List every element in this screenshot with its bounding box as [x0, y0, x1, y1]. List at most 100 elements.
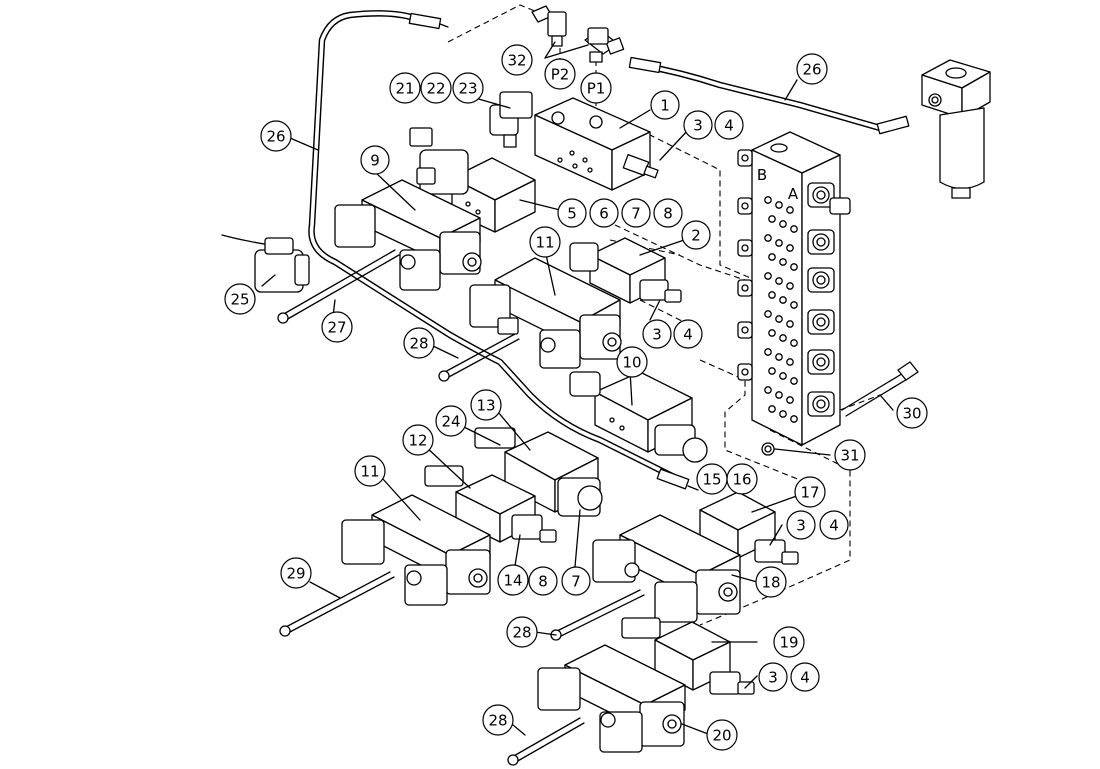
manifold-hole [775, 277, 783, 285]
callout-c11b: 11 [354, 455, 386, 487]
callout-c29: 29 [280, 557, 312, 589]
bolt-28-upper [438, 333, 520, 382]
callout-c27: 27 [321, 311, 353, 343]
callout-label: 28 [512, 624, 531, 642]
callout-circle [435, 405, 467, 437]
callout-c11a: 11 [529, 226, 561, 258]
port-b-bore [741, 326, 749, 334]
manifold-block: B A [737, 131, 851, 456]
callout-circle [561, 566, 591, 596]
callout-circle [470, 389, 502, 421]
callout-circle [354, 455, 386, 487]
port-a-bore [816, 357, 826, 367]
callout-label: 31 [840, 447, 859, 465]
callout-circle [529, 226, 561, 258]
valve-10 [569, 371, 708, 463]
callout-label: 17 [800, 484, 819, 502]
callout-c24: 24 [435, 405, 467, 437]
manifold-hole [779, 334, 787, 342]
port-b-bore [741, 368, 749, 376]
callout-circle [589, 198, 619, 228]
valve-17 [699, 491, 799, 565]
valve-13 [474, 427, 603, 517]
callout-c6: 6 [589, 198, 619, 228]
manifold-hole [768, 253, 776, 261]
callout-c17: 17 [794, 476, 826, 508]
callout-c28b: 28 [506, 616, 538, 648]
callout-circle [420, 72, 452, 104]
callout-label: 8 [538, 573, 548, 591]
callout-c2: 2 [681, 220, 711, 250]
manifold-hole [764, 234, 772, 242]
callout-label: 11 [535, 234, 554, 252]
callout-circle [673, 319, 703, 349]
solenoid-valve-11-upper [469, 257, 622, 369]
port-b-bore [741, 284, 749, 292]
port-a-bore [816, 317, 826, 327]
solenoid-valve-11-lower [279, 494, 491, 637]
manifold-hole [790, 377, 798, 385]
callout-circle [642, 319, 672, 349]
callout-circle [794, 476, 826, 508]
callout-circle [528, 566, 558, 596]
callout-c20: 20 [706, 719, 738, 751]
port-b-fitting [737, 149, 753, 167]
port-a-bore [816, 399, 826, 409]
callout-label: 16 [732, 471, 751, 489]
callout-c4d: 4 [790, 662, 820, 692]
manifold-hole [775, 391, 783, 399]
callout-circle [616, 346, 648, 378]
valve-12 [424, 465, 557, 543]
bolt-30 [841, 361, 919, 417]
callout-c9: 9 [360, 145, 390, 175]
callout-c25: 25 [224, 283, 256, 315]
port-b-fitting [737, 321, 753, 339]
manifold-hole [790, 263, 798, 271]
port-label-a: A [788, 185, 799, 203]
callout-circle [482, 704, 514, 736]
callout-label: 4 [800, 669, 810, 687]
manifold-hole [779, 220, 787, 228]
manifold-hole [779, 258, 787, 266]
callout-label: 20 [712, 727, 731, 745]
callout-circle [260, 120, 292, 152]
manifold-hole [775, 315, 783, 323]
manifold-hole [764, 196, 772, 204]
callout-c12: 12 [402, 424, 434, 456]
callout-cP1: P1 [580, 72, 612, 104]
callout-circle [786, 510, 816, 540]
callout-circle [790, 662, 820, 692]
manifold-hole [775, 201, 783, 209]
callout-label: 4 [724, 117, 734, 135]
callout-label: 26 [802, 61, 821, 79]
callout-c4a: 4 [714, 110, 744, 140]
callout-c8a: 8 [653, 198, 683, 228]
port-b-fitting [737, 279, 753, 297]
callout-circle [621, 198, 651, 228]
callout-circle [653, 198, 683, 228]
solenoid-valve-20 [537, 644, 686, 753]
callout-label: 2 [691, 227, 701, 245]
callout-circle [796, 53, 828, 85]
callout-label: 24 [441, 413, 460, 431]
manifold-hole [768, 405, 776, 413]
manifold-hole [768, 215, 776, 223]
manifold-hole [775, 239, 783, 247]
pressure-valve-5 [409, 127, 536, 233]
callout-label: 4 [683, 326, 693, 344]
port-b-fitting [737, 239, 753, 257]
manifold-hole [768, 367, 776, 375]
port-a-bore [816, 190, 826, 200]
port-label-b: B [757, 166, 767, 184]
callout-label: 32 [507, 52, 526, 70]
manifold-hole [790, 339, 798, 347]
callout-circle [403, 327, 435, 359]
callout-c18: 18 [755, 566, 787, 598]
callout-label: 6 [599, 205, 609, 223]
callout-circle [714, 110, 744, 140]
manifold-hole [764, 272, 772, 280]
manifold-hole [779, 372, 787, 380]
manifold-hole [779, 410, 787, 418]
callout-c30: 30 [896, 397, 928, 429]
callout-c1: 1 [650, 90, 680, 120]
